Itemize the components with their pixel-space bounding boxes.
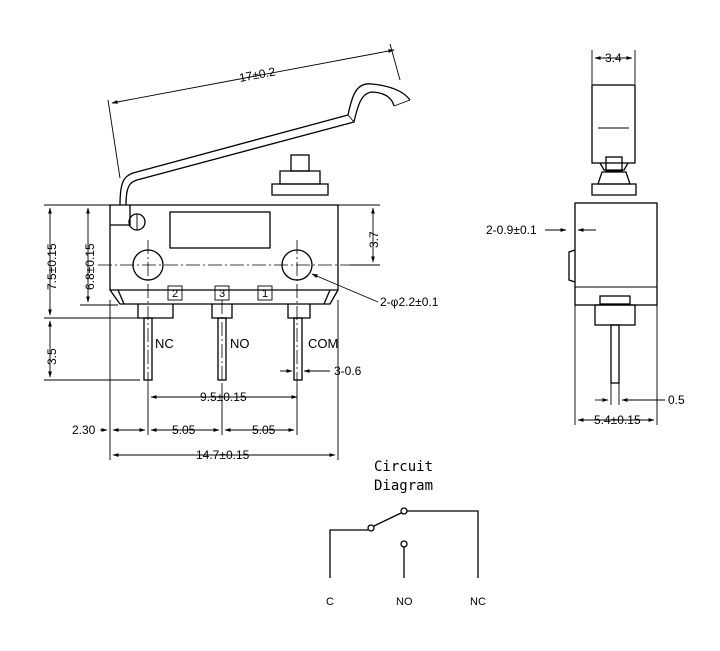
dim-total-width: 14.7±0.15 (112, 448, 336, 462)
svg-text:14.7±0.15: 14.7±0.15 (196, 448, 250, 462)
dim-lever-length: 17±0.2 (107, 43, 401, 179)
circuit-label-no: NO (396, 596, 413, 608)
dim-height-right: 3.7 (338, 204, 381, 266)
dim-pitch-row: 2.30 5.05 5.05 (72, 300, 339, 460)
svg-text:5.05: 5.05 (172, 423, 196, 437)
pin-label-no: NO (230, 336, 250, 351)
circuit-diagram: Circuit Diagram C NO NC (326, 459, 486, 608)
svg-text:5.4±0.15: 5.4±0.15 (594, 413, 641, 427)
svg-text:5.05: 5.05 (252, 423, 276, 437)
dim-pin-span: 9.5±0.15 (150, 390, 298, 404)
terminal-number-boxes: 2 3 1 (167, 285, 273, 301)
svg-text:2.30: 2.30 (72, 423, 96, 437)
terminal-number-2: 2 (172, 288, 178, 300)
svg-text:3.7: 3.7 (367, 231, 381, 248)
svg-text:6.8±0.15: 6.8±0.15 (83, 243, 97, 290)
svg-text:7.5±0.15: 7.5±0.15 (45, 243, 59, 290)
dim-hole: 2-φ2.2±0.1 (311, 273, 439, 309)
dim-heights-left: 7.5±0.15 6.8±0.15 3.5 (44, 204, 140, 381)
circuit-label-c: C (326, 596, 334, 608)
side-view: 3.4 2-0.9±0.1 0.5 5.4±0.15 (486, 50, 685, 427)
lever (119, 83, 411, 206)
dim-pin-width: 3-0.6 (280, 364, 362, 378)
svg-text:3.5: 3.5 (45, 348, 59, 365)
plunger (271, 154, 329, 196)
terminals (137, 304, 311, 381)
circuit-title-line1: Circuit (374, 459, 433, 475)
switch-body (98, 204, 350, 385)
svg-text:0.5: 0.5 (668, 393, 685, 407)
svg-text:2-0.9±0.1: 2-0.9±0.1 (486, 223, 537, 237)
front-view: 2 3 1 NC NO COM 17±0.2 (44, 43, 439, 462)
pin-label-nc: NC (155, 336, 174, 351)
circuit-title-line2: Diagram (374, 478, 433, 494)
circuit-label-nc: NC (470, 596, 486, 608)
svg-text:17±0.2: 17±0.2 (238, 64, 277, 85)
pin-label-com: COM (308, 336, 338, 351)
svg-text:3-0.6: 3-0.6 (334, 364, 362, 378)
svg-text:2-φ2.2±0.1: 2-φ2.2±0.1 (380, 295, 439, 309)
terminal-number-1: 1 (262, 288, 268, 300)
svg-text:3.4: 3.4 (605, 51, 622, 65)
terminal-number-3: 3 (219, 288, 225, 300)
svg-text:9.5±0.15: 9.5±0.15 (200, 390, 247, 404)
